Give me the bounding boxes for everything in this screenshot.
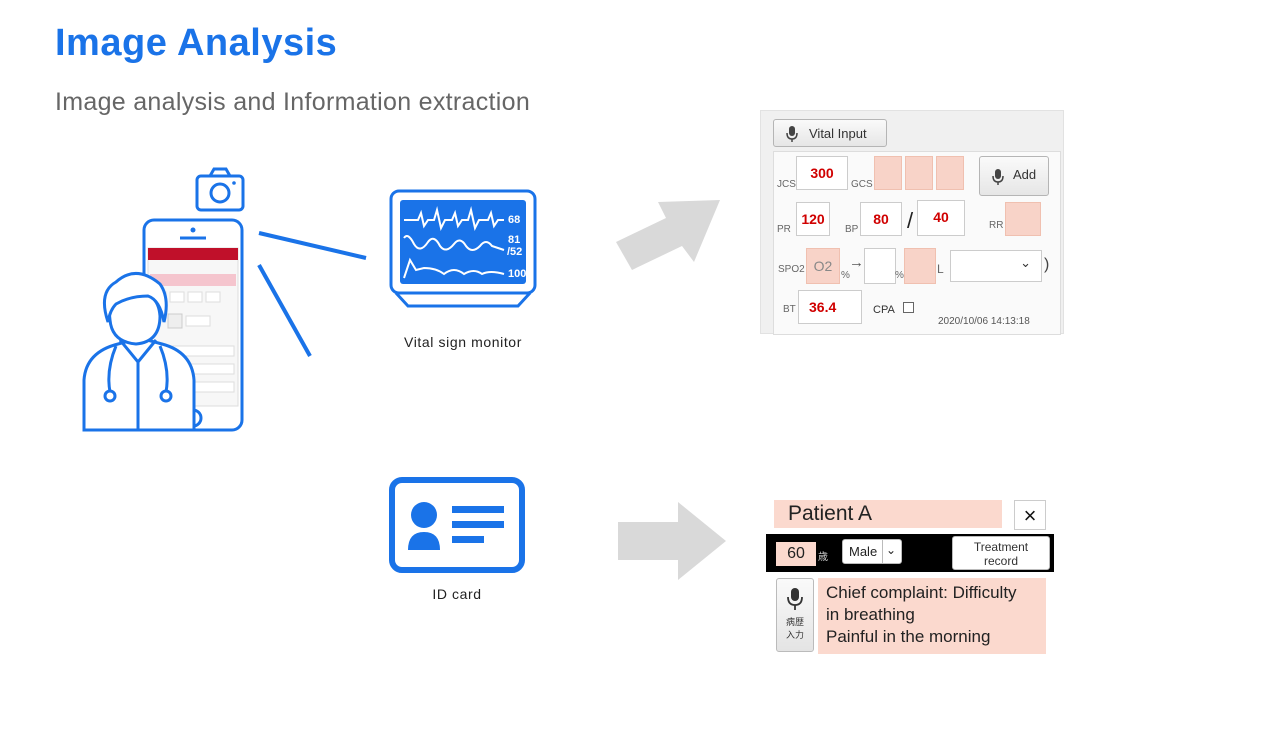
complaint-line-3: Painful in the morning — [826, 627, 991, 646]
vital-input-panel: Vital Input JCS 300 GCS Add PR 120 BP 80… — [760, 110, 1064, 335]
monitor-value-bp-sys: 81 — [508, 234, 520, 246]
age-field[interactable]: 60 — [776, 542, 816, 566]
percent-unit: % — [841, 270, 850, 281]
patient-info-bar: 60 歳 Male ⌄ Treatment record — [766, 534, 1054, 572]
page-title: Image Analysis — [55, 22, 338, 64]
cpa-label: CPA — [873, 304, 895, 316]
vital-timestamp: 2020/10/06 14:13:18 — [938, 316, 1030, 327]
o2-percent-field[interactable] — [904, 248, 936, 284]
o2-flow-field[interactable] — [864, 248, 896, 284]
vital-input-button[interactable]: Vital Input — [773, 119, 887, 147]
chevron-down-icon: ⌄ — [882, 540, 899, 563]
pr-field[interactable]: 120 — [796, 202, 830, 236]
microphone-icon — [786, 126, 798, 142]
sex-select[interactable]: Male ⌄ — [842, 539, 902, 564]
vital-monitor-icon: 68 81 /52 100 — [389, 189, 537, 308]
o2-device-select[interactable]: ⌄ — [950, 250, 1042, 282]
treatment-record-button[interactable]: Treatment record — [952, 536, 1050, 570]
jcs-field[interactable]: 300 — [796, 156, 848, 190]
id-card-caption: ID card — [432, 586, 482, 602]
camera-icon — [195, 167, 245, 212]
treatment-label-line2: record — [983, 554, 1018, 568]
microphone-icon — [787, 588, 803, 610]
sex-value: Male — [849, 544, 878, 559]
gcs-v-field[interactable] — [905, 156, 933, 190]
complaint-line-1: Chief complaint: Difficulty — [826, 583, 1017, 602]
bt-label: BT — [783, 304, 796, 315]
page-subtitle: Image analysis and Information extractio… — [55, 88, 531, 116]
cpa-checkbox[interactable] — [903, 302, 914, 313]
arrow-right-icon — [618, 502, 726, 580]
bp-separator: / — [907, 208, 914, 233]
gcs-label: GCS — [851, 179, 873, 190]
bp-label: BP — [845, 224, 859, 235]
vital-input-label: Vital Input — [809, 126, 867, 141]
close-paren: ) — [1044, 256, 1050, 273]
add-button[interactable]: Add — [979, 156, 1049, 196]
capture-line-lower — [257, 264, 312, 357]
history-voice-input-button[interactable]: 病歴 入力 — [776, 578, 814, 652]
vital-form: JCS 300 GCS Add PR 120 BP 80 / 40 RR SPO… — [773, 151, 1061, 335]
patient-record-panel: Patient A × 60 歳 Male ⌄ Treatment record… — [758, 498, 1062, 654]
bt-field[interactable]: 36.4 — [798, 290, 862, 324]
microphone-icon — [992, 169, 1004, 185]
monitor-caption: Vital sign monitor — [404, 334, 522, 350]
monitor-value-bp-dia: /52 — [507, 246, 522, 258]
gcs-m-field[interactable] — [936, 156, 964, 190]
medical-history-textarea[interactable]: Chief complaint: Difficulty in breathing… — [818, 578, 1046, 654]
treatment-label-line1: Treatment — [973, 540, 1029, 554]
complaint-line-2: in breathing — [826, 605, 915, 624]
spo2-label: SPO2 — [778, 264, 805, 275]
add-label: Add — [1013, 167, 1037, 182]
l-label: L — [937, 262, 944, 276]
gcs-e-field[interactable] — [874, 156, 902, 190]
monitor-value-hr: 68 — [508, 214, 520, 226]
mic-label-1: 病歴 — [785, 617, 804, 627]
jcs-label: JCS — [777, 179, 796, 190]
doctor-phone-illustration — [82, 167, 367, 432]
chevron-down-icon: ⌄ — [1020, 255, 1031, 270]
patient-name: Patient A — [774, 500, 1002, 528]
capture-line-upper — [258, 231, 367, 260]
bp-systolic-field[interactable]: 80 — [860, 202, 902, 236]
age-unit: 歳 — [818, 552, 828, 563]
percent-unit-2: % — [895, 270, 904, 281]
id-card-icon — [389, 477, 525, 573]
arrow-diagonal-icon — [616, 200, 720, 270]
close-button[interactable]: × — [1014, 500, 1046, 530]
bp-diastolic-field[interactable]: 40 — [917, 200, 965, 236]
pr-label: PR — [777, 224, 791, 235]
mic-label-2: 入力 — [785, 630, 804, 640]
monitor-value-spo2: 100 — [508, 268, 526, 280]
spo2-field[interactable]: O2 — [806, 248, 840, 284]
rr-label: RR — [989, 220, 1004, 231]
doctor-icon — [82, 272, 196, 432]
rr-field[interactable] — [1005, 202, 1041, 236]
